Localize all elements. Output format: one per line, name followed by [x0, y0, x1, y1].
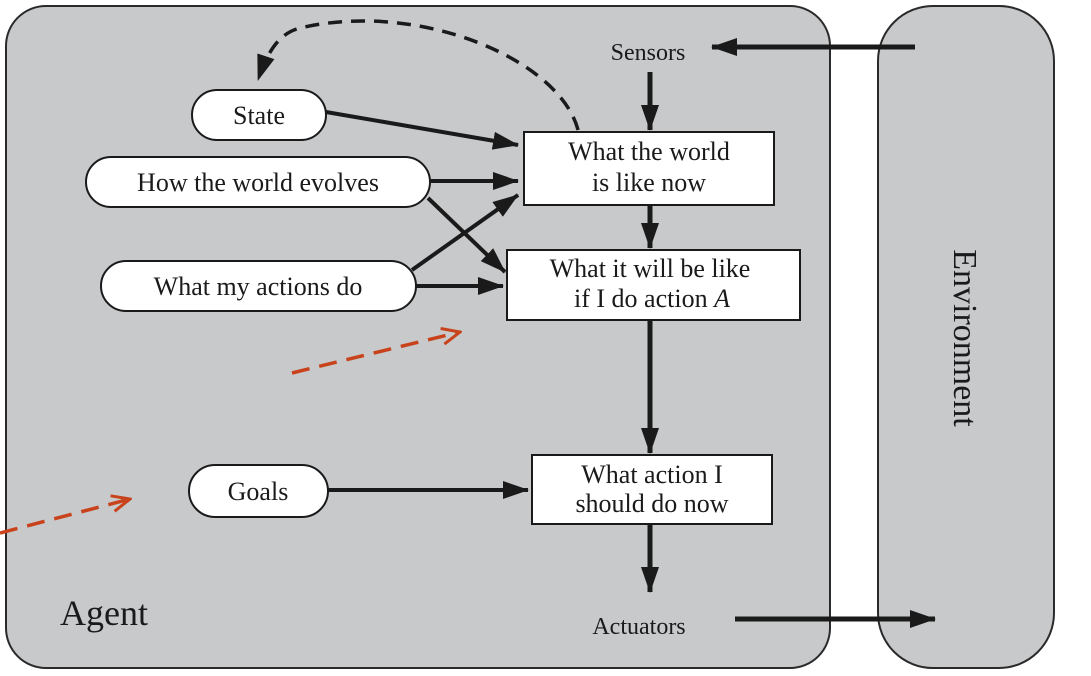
annotation-arrow-lower: [0, 499, 130, 535]
actuators-label: Actuators: [592, 614, 685, 640]
action-line2: should do now: [575, 489, 728, 518]
actions-do-node: What my actions do: [100, 260, 417, 312]
will-be-line1: What it will be like: [550, 254, 751, 283]
will-be-box: What it will be like if I do action A: [506, 249, 801, 321]
world-evolves-node-label: How the world evolves: [137, 168, 379, 197]
will-be-action-var: A: [712, 284, 730, 313]
sensors-label: Sensors: [611, 40, 686, 66]
agent-panel: [5, 5, 831, 669]
environment-panel: [877, 5, 1055, 669]
world-to-state-dashed-arrow: [256, 19, 580, 131]
state-to-world-arrow: [325, 110, 519, 150]
actions-to-world-arrow: [410, 193, 520, 272]
world-now-box: What the world is like now: [523, 131, 775, 206]
will-be-line2-text: if I do action: [574, 284, 714, 313]
state-node: State: [191, 89, 327, 141]
action-box: What action I should do now: [531, 454, 773, 525]
agent-label: Agent: [60, 593, 148, 633]
annotation-arrow-upper: [291, 332, 460, 375]
action-line1: What action I: [581, 460, 723, 489]
world-now-line2: is like now: [592, 168, 706, 197]
goals-node: Goals: [188, 464, 329, 518]
state-node-label: State: [233, 101, 285, 130]
environment-label: Environment: [946, 249, 983, 427]
evolves-to-willbe-arrow: [426, 196, 507, 274]
goals-node-label: Goals: [228, 477, 289, 506]
world-evolves-node: How the world evolves: [85, 156, 431, 208]
world-now-line1: What the world: [568, 137, 730, 166]
will-be-line2: if I do action A: [574, 284, 730, 313]
actions-do-node-label: What my actions do: [154, 272, 363, 301]
